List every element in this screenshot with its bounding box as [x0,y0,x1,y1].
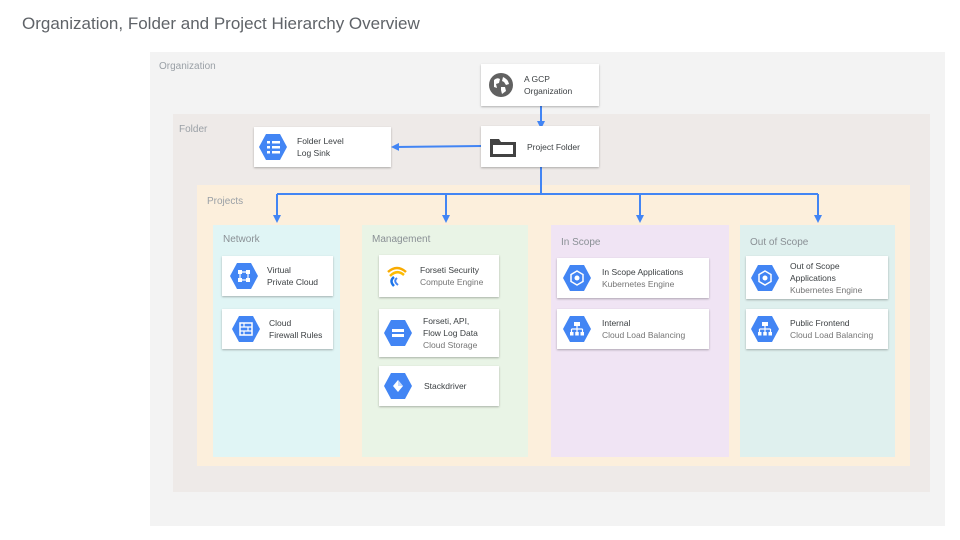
project-folder-node[interactable]: Project Folder [481,126,599,167]
gcp-organization-node[interactable]: A GCP Organization [481,64,599,106]
forseti-security-node[interactable]: Forseti Security Compute Engine [379,255,499,297]
organization-label: Organization [159,61,216,72]
vpc-line2: Private Cloud [267,277,319,287]
kubernetes-icon [750,264,780,292]
network-label: Network [223,234,260,245]
log-sink-node[interactable]: Folder Level Log Sink [254,127,391,167]
project-folder-label: Project Folder [527,141,580,152]
load-balancing-icon [750,315,780,343]
load-balancing-icon [562,315,592,343]
globe-icon [488,72,514,98]
in-scope-applications-line1: In Scope Applications [602,267,684,277]
firewall-icon [231,315,261,343]
internal-line2: Cloud Load Balancing [602,330,686,340]
out-of-scope-label: Out of Scope [750,237,809,248]
public-frontend-line1: Public Frontend [790,318,850,328]
page-title: Organization, Folder and Project Hierarc… [22,14,420,33]
vpc-line1: Virtual [267,265,291,275]
cloud-storage-icon [383,319,413,347]
in-scope-applications-line2: Kubernetes Engine [602,279,675,289]
firewall-node[interactable]: Cloud Firewall Rules [222,309,333,349]
public-frontend-node[interactable]: Public Frontend Cloud Load Balancing [746,309,888,349]
log-sink-line1: Folder Level [297,136,344,146]
stackdriver-node[interactable]: Stackdriver [379,366,499,406]
firewall-line2: Firewall Rules [269,330,323,340]
forseti-icon [385,263,409,289]
out-of-scope-applications-line1: Out of Scope [790,260,840,271]
stackdriver-icon [383,372,413,400]
management-label: Management [372,234,431,245]
firewall-line1: Cloud [269,318,292,328]
folder-label: Folder [179,124,208,135]
public-frontend-line2: Cloud Load Balancing [790,330,874,340]
forseti-api-line1: Forseti, API, [423,316,470,326]
out-of-scope-applications-line2: Applications [790,272,836,283]
projects-label: Projects [207,196,244,207]
vpc-icon [229,262,259,290]
vpc-node[interactable]: Virtual Private Cloud [222,256,333,296]
in-scope-label: In Scope [561,237,601,248]
forseti-security-line1: Forseti Security [420,265,480,275]
stackdriver-label: Stackdriver [424,381,467,391]
gcp-organization-line1: A GCP [524,74,550,84]
internal-load-balancing-node[interactable]: Internal Cloud Load Balancing [557,309,709,349]
forseti-security-line2: Compute Engine [420,277,484,287]
forseti-api-line2: Flow Log Data [423,328,478,338]
internal-line1: Internal [602,318,631,328]
kubernetes-icon [562,264,592,292]
in-scope-applications-node[interactable]: In Scope Applications Kubernetes Engine [557,258,709,298]
logging-icon [258,133,288,161]
log-sink-line2: Log Sink [297,148,331,158]
forseti-api-line3: Cloud Storage [423,340,478,350]
out-of-scope-applications-node[interactable]: Out of Scope Applications Kubernetes Eng… [746,256,888,299]
forseti-api-node[interactable]: Forseti, API, Flow Log Data Cloud Storag… [379,309,499,357]
gcp-organization-line2: Organization [524,86,573,96]
folder-icon [489,136,517,158]
out-of-scope-applications-line3: Kubernetes Engine [790,284,863,295]
